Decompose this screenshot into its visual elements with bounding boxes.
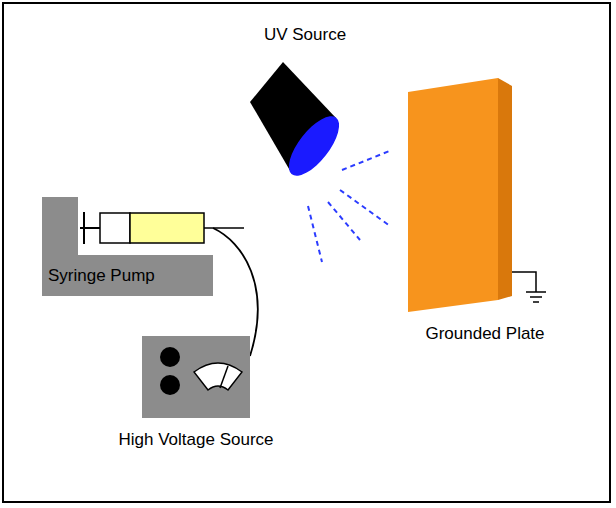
- metal-plate: [408, 78, 512, 312]
- component-label: Syringe Pump: [48, 266, 155, 286]
- hv-node: High Voltage Source: [100, 336, 292, 450]
- component-label: Grounded Plate: [425, 324, 544, 344]
- pump-node: Syringe Pump: [42, 197, 213, 296]
- uv-lamp: [250, 62, 348, 184]
- power-supply-box: [142, 336, 250, 418]
- outer-frame: [2, 2, 611, 503]
- component-label: UV Source: [264, 25, 346, 45]
- plate-node: Grounded Plate: [410, 320, 560, 348]
- syringe: [80, 212, 244, 244]
- ground-symbol: [512, 272, 546, 302]
- uv-rays: [308, 150, 392, 262]
- uv-node: UV Source: [240, 22, 370, 48]
- meter-and-knobs: [142, 336, 250, 418]
- component-label: High Voltage Source: [119, 430, 274, 450]
